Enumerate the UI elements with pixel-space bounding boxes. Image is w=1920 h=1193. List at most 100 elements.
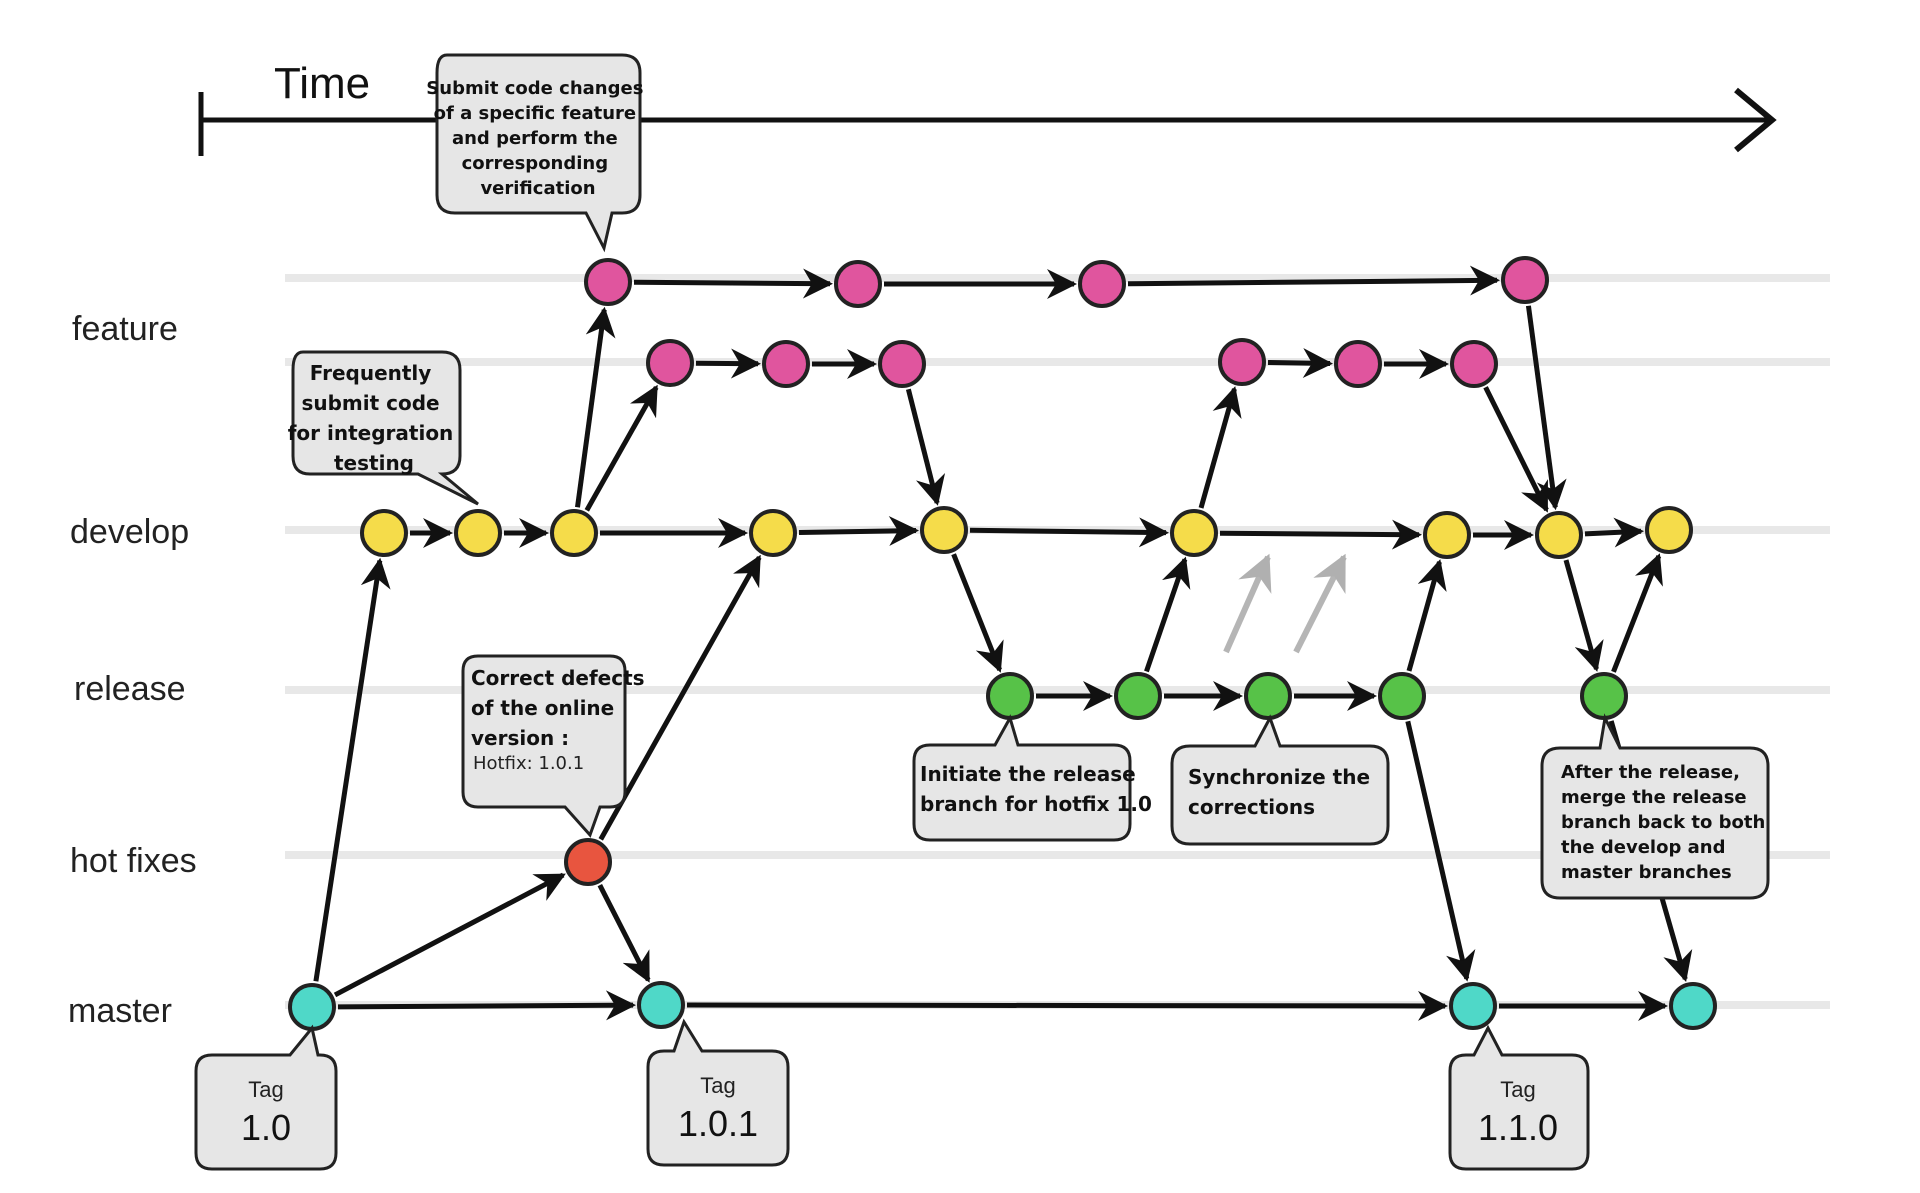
tag-1-0: Tag 1.0 [194,1024,338,1171]
commit-arrow [1144,556,1191,673]
feature-commit-node [1450,340,1498,388]
commit-arrow [1198,386,1242,509]
time-axis-arrowhead [1734,87,1777,153]
release-commit-node [1114,672,1162,720]
lane-label-master: master [68,992,172,1030]
tag-label: Tag [700,1073,735,1098]
callout-bubble [1170,714,1390,846]
release-commit-node [1244,672,1292,720]
callout-submit-feature: Submit code changes of a specific featur… [426,53,649,253]
callout-after: After the release, merge the release bra… [1540,713,1772,900]
callout-line: branch for hotfix 1.0 [920,792,1152,816]
callout-line: version : [471,726,569,750]
callout-bubble [912,714,1132,842]
callout-line: After the release, [1561,762,1740,783]
callout-line: testing [334,451,414,475]
callout-line: the develop and [1561,837,1725,858]
tag-version: 1.1.0 [1478,1107,1558,1148]
feature-commit-node [762,340,810,388]
commit-arrow [1219,519,1423,550]
callout-line: Initiate the release [920,762,1136,786]
commit-arrow [575,306,616,508]
callout-line: of the online [471,696,614,720]
lane-labels: feature develop release hot fixes master [68,310,197,1030]
commit-arrow [1127,265,1501,296]
callout-text: Initiate the release branch for hotfix 1… [920,762,1152,816]
commit-arrow [905,388,946,506]
sync-hint-arrow [1293,553,1347,654]
tag-version: 1.0.1 [678,1103,758,1144]
callout-line: Synchronize the [1188,765,1370,789]
develop-commit-node [360,509,408,557]
develop-commit-node [1535,511,1583,559]
callout-line: branch back to both [1561,812,1765,833]
master-commit-node [1449,982,1497,1030]
tag-version: 1.0 [241,1107,291,1148]
develop-commit-node [550,509,598,557]
tag-bubble [646,1018,790,1167]
commit-arrow [1611,553,1663,673]
time-label: Time [274,59,370,108]
callout-initiate: Initiate the release branch for hotfix 1… [912,714,1152,842]
callout-line: verification [480,178,595,199]
develop-commit-node [749,509,797,557]
callout-line: and perform the [452,128,618,149]
callout-correct: Correct defects of the online version : … [461,654,652,838]
sync-hint-arrow [1223,553,1272,654]
callout-subtext: Hotfix: 1.0.1 [473,753,584,774]
callout-line: Correct defects [471,666,645,690]
callout-bubble [435,53,642,253]
commit-arrow [1405,720,1476,982]
commit-arrow [695,348,762,379]
master-commit-node [1669,982,1717,1030]
commit-arrow [597,884,651,983]
feature-commit-node [1501,256,1549,304]
sync-hint-arrows [1223,553,1347,654]
callout-text: Correct defects of the online version : [471,666,652,750]
callout-line: corrections [1188,795,1315,819]
master-commit-node [637,981,685,1029]
master-commit-node [288,983,336,1031]
feature-commit-node [646,339,694,387]
feature-commit-node [878,340,926,388]
callout-text: Submit code changes of a specific featur… [426,78,649,199]
commit-arrow [1267,348,1334,379]
callout-line: for integration [288,421,454,445]
callout-text: Frequently submit code for integration t… [288,361,461,475]
lane-label-develop: develop [70,513,189,551]
callout-text: After the release, merge the release bra… [1561,762,1772,883]
callout-frequent: Frequently submit code for integration t… [288,350,479,506]
commit-arrow [951,553,1004,673]
feature-commit-node [1078,260,1126,308]
callout-line: corresponding [462,153,609,174]
lane-label-feature: feature [72,310,178,348]
develop-commit-node [1423,511,1471,559]
tag-label: Tag [248,1077,283,1102]
feature-commit-node [584,258,632,306]
feature-commit-node [1218,338,1266,386]
commit-arrow [633,268,834,299]
develop-commit-node [1645,506,1693,554]
commit-arrows [313,265,1693,1021]
commit-arrow [337,990,637,1021]
callout-line: master branches [1561,862,1732,883]
tag-label: Tag [1500,1077,1535,1102]
commit-arrow [1584,517,1645,548]
tag-bubble [194,1024,338,1171]
commit-nodes [288,256,1717,1031]
feature-commit-node [1334,340,1382,388]
tag-1-1-0: Tag 1.1.0 [1448,1024,1590,1171]
lane-label-hotfix: hot fixes [70,842,197,880]
commit-arrow [313,557,391,982]
lane-label-release: release [74,670,186,708]
commit-arrow [798,515,920,546]
feature-commit-node [834,260,882,308]
commit-arrow [1563,559,1604,672]
commit-arrow [1406,559,1447,672]
release-commit-node [1580,672,1628,720]
hotfix-commit-node [564,838,612,886]
commit-arrow [1483,386,1549,513]
callout-line: of a specific feature [434,103,637,124]
callout-line: submit code [301,391,439,415]
